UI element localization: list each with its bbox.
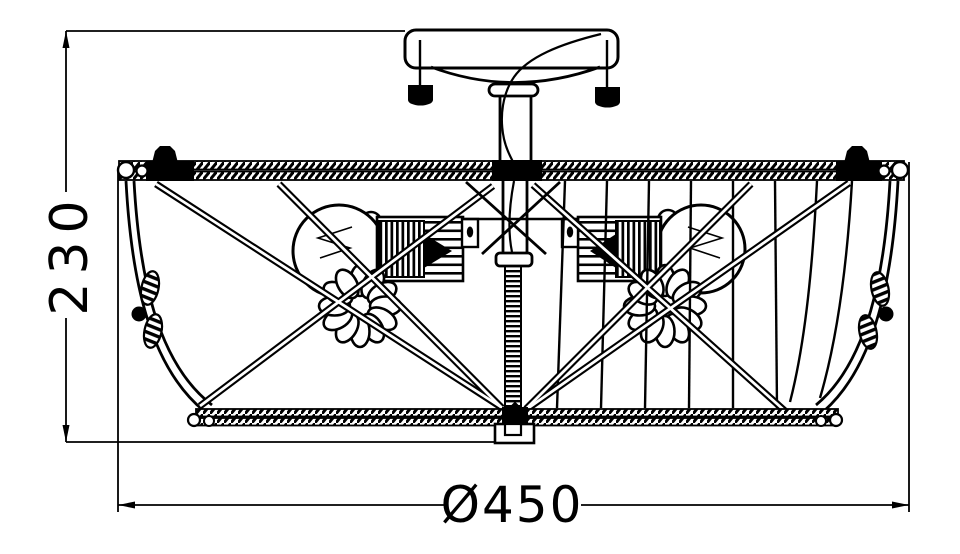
finial-knob-left [152, 146, 178, 163]
finial-knob-right [844, 146, 870, 163]
bottom-bead-left-outer [186, 412, 202, 428]
dimension-arrows [62, 31, 909, 509]
frame-braces [154, 180, 852, 414]
center-v-braces [465, 180, 561, 256]
arrow-down [62, 425, 70, 442]
height-label-mask [44, 192, 90, 318]
arrow-right [892, 501, 909, 509]
canopy-dish [430, 65, 601, 84]
right-wall-inner [815, 180, 892, 407]
socket-cone-left [424, 234, 452, 268]
hanging-wire [500, 32, 602, 253]
mounting-bolt-left [408, 85, 433, 106]
canopy-plate [403, 28, 620, 70]
ornament-knob-left [131, 306, 147, 322]
arrow-up [62, 31, 70, 48]
rim-end-bead-right-outer [890, 160, 910, 180]
diameter-label-mask [445, 484, 581, 526]
bracket-hole-left [466, 226, 474, 238]
bottom-bead-left-inner [203, 415, 215, 427]
column-collar [494, 251, 534, 268]
dimension-lines [65, 30, 910, 512]
diameter-dimension-label: Ø450 [441, 476, 584, 534]
ornament-knob-right [878, 306, 894, 322]
rim-end-bead-right-inner [877, 164, 891, 178]
rim-end-bead-left-outer [116, 160, 136, 180]
bracket-hole-right [566, 226, 574, 238]
socket-threads-right [615, 220, 661, 278]
bottom-bead-right-outer [828, 412, 844, 428]
threaded-rod [504, 265, 522, 409]
stem-rim-joint [492, 160, 542, 181]
side-ornament-left [131, 270, 164, 349]
rim-end-bead-left-inner [135, 164, 149, 178]
bottom-rim-band [186, 401, 844, 445]
knob-base-right [836, 161, 882, 181]
arrow-left [118, 501, 135, 509]
dimension-labels: 230 Ø450 [40, 192, 584, 534]
bottom-finial-notch [503, 422, 523, 437]
central-column [494, 181, 534, 409]
canopy-assembly [403, 28, 620, 253]
stem-collar [487, 82, 540, 98]
side-ornament-right [857, 271, 894, 350]
bottom-bead-right-inner [815, 415, 827, 427]
knob-base-left [146, 161, 194, 181]
rod-end-knot [502, 407, 528, 426]
left-wall-inner [132, 180, 213, 407]
height-dimension-label: 230 [40, 192, 100, 315]
mounting-bolt-right [595, 87, 620, 108]
lamp-left [291, 203, 480, 299]
top-rim-band [116, 146, 910, 181]
